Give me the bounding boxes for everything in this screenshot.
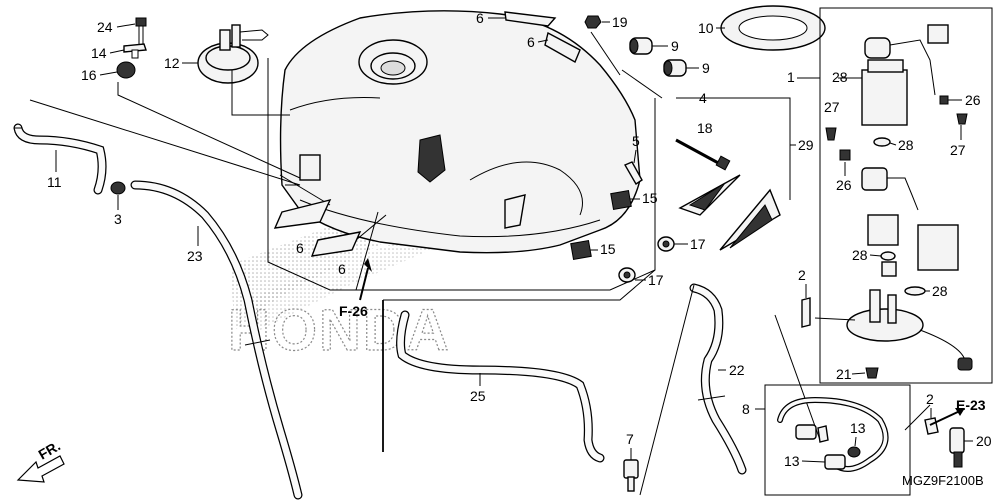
callout-26-a: 26	[965, 92, 981, 108]
fuel-pump-group-box	[819, 7, 993, 384]
callout-25: 25	[470, 388, 486, 404]
fuel-pump-assembly	[825, 24, 973, 379]
callout-10: 10	[698, 20, 714, 36]
grommets	[584, 15, 687, 77]
callout-28-a: 28	[832, 69, 848, 85]
callout-15-b: 15	[600, 241, 616, 257]
callout-28-c: 28	[852, 247, 868, 263]
callout-13-a: 13	[850, 420, 866, 436]
hose-group-box	[764, 384, 911, 496]
callout-22: 22	[729, 362, 745, 378]
callout-5: 5	[632, 133, 640, 149]
callout-6-top: 6	[476, 10, 484, 26]
callout-24: 24	[97, 19, 113, 35]
callout-2-upper: 2	[798, 267, 806, 283]
side-covers	[676, 97, 791, 251]
callout-13-b: 13	[784, 453, 800, 469]
callout-17-a: 17	[690, 236, 706, 252]
callout-9-upper: 9	[671, 38, 679, 54]
callout-29: 29	[798, 137, 814, 153]
fuel-tank	[279, 10, 641, 254]
callout-17-b: 17	[648, 272, 664, 288]
callout-11: 11	[47, 174, 62, 190]
callout-23: 23	[187, 248, 203, 264]
callout-12: 12	[164, 55, 180, 71]
f26-arrow	[359, 258, 372, 301]
callout-4: 4	[699, 90, 707, 106]
callout-9-lower: 9	[702, 60, 710, 76]
clip-2-upper	[774, 297, 856, 441]
hose-25	[396, 310, 605, 463]
callout-8: 8	[742, 401, 750, 417]
callout-28-b: 28	[898, 137, 914, 153]
callout-18: 18	[697, 120, 713, 136]
clip-3	[110, 181, 126, 195]
callout-16: 16	[81, 67, 97, 83]
fuel-pump-ring	[720, 5, 826, 51]
fuel-cap	[197, 24, 290, 116]
callout-27-b: 27	[950, 142, 966, 158]
callout-21: 21	[836, 366, 852, 382]
callout-6-mid: 6	[527, 34, 535, 50]
hose-23	[130, 180, 303, 500]
callout-1: 1	[787, 69, 795, 85]
fuel-hose-assembly	[777, 396, 889, 472]
leader-lines	[29, 31, 663, 291]
hose-11	[13, 123, 107, 195]
callout-27-a: 27	[824, 99, 840, 115]
callout-2-lower: 2	[926, 391, 934, 407]
callout-6-lower-a: 6	[296, 240, 304, 256]
connector-20	[949, 427, 965, 468]
e23-arrow	[929, 408, 965, 426]
callout-14: 14	[91, 45, 107, 61]
callout-labels: 24 14 16 12 6 6 19 9 9 10 1 4 28 27 26 2…	[47, 10, 992, 469]
callout-7: 7	[626, 431, 634, 447]
callout-28-d: 28	[932, 283, 948, 299]
callout-19: 19	[612, 14, 628, 30]
callout-26-b: 26	[836, 177, 852, 193]
callout-6-lower-b: 6	[338, 261, 346, 277]
hose-22	[639, 283, 747, 496]
fitting-7	[623, 459, 639, 492]
honda-watermark-text: HONDA	[228, 298, 451, 363]
ref-e23: E-23	[956, 397, 986, 413]
hose-group-outline	[383, 269, 656, 301]
callout-20: 20	[976, 433, 992, 449]
callout-15-a: 15	[642, 190, 658, 206]
callout-3: 3	[114, 211, 122, 227]
front-direction-arrow	[16, 455, 65, 483]
tank-hardware	[570, 138, 731, 283]
diagram-code: MGZ9F2100B	[902, 473, 984, 488]
ref-f26: F-26	[339, 303, 368, 319]
cap-bolts	[116, 17, 301, 179]
strip-6-top	[504, 11, 581, 63]
